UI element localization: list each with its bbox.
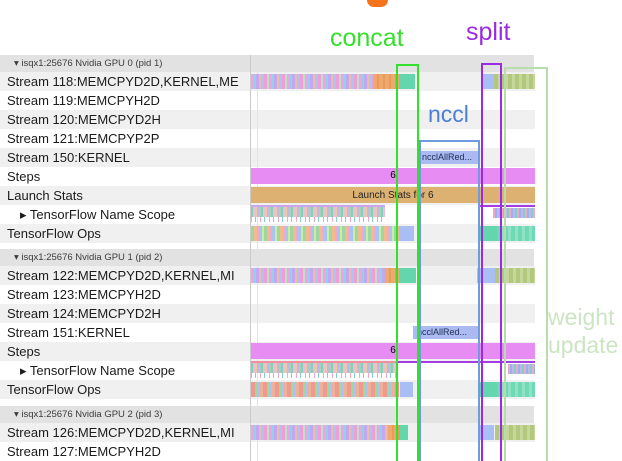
trace-segment-lineM[interactable] <box>251 205 385 207</box>
gpu-section-label: ▾ isqx1:25676 Nvidia GPU 2 (pid 3) <box>14 409 163 420</box>
gpu-section-label: ▾ isqx1:25676 Nvidia GPU 0 (pid 1) <box>14 58 163 69</box>
row-label: Stream 123:MEMCPYH2D <box>7 287 161 302</box>
split-annotation-label: split <box>466 18 511 46</box>
split-rect <box>481 63 502 461</box>
trace-row[interactable]: Steps 6 <box>0 167 622 186</box>
row-label: Stream 126:MEMCPYD2D,KERNEL,MI <box>7 425 235 440</box>
trace-segment-blueB[interactable] <box>481 74 494 89</box>
row-label: Steps <box>7 169 41 184</box>
trace-row[interactable]: Stream 150:KERNEL ncclAllRed... <box>0 148 622 167</box>
row-label: TensorFlow Ops <box>7 226 101 241</box>
clipped-orange-annotation-fragment <box>367 0 388 7</box>
trace-row[interactable]: Stream 119:MEMCPYH2D <box>0 91 622 110</box>
row-label: Stream 118:MEMCPYD2D,KERNEL,ME <box>7 74 239 89</box>
trace-segment-comb[interactable] <box>251 207 385 222</box>
nccl-rect <box>419 140 480 461</box>
weight-update-rect <box>504 67 548 461</box>
trace-row[interactable]: Launch Stats Launch Stats for 6 <box>0 186 622 205</box>
weight-update-annotation-label: weight update <box>548 303 618 359</box>
gpu-section-header[interactable]: ▾ isqx1:25676 Nvidia GPU 0 (pid 1) <box>0 55 622 72</box>
trace-segment-combR[interactable] <box>508 364 535 374</box>
row-label: Launch Stats <box>7 188 83 203</box>
trace-segment-teal[interactable] <box>399 268 416 283</box>
trace-segment-tealS[interactable] <box>497 226 535 241</box>
trace-row[interactable]: ▸ TensorFlow Name Scope <box>0 205 622 224</box>
weight-update-line1: weight <box>548 304 615 330</box>
trace-segment-lineP[interactable] <box>480 205 535 207</box>
row-label: Stream 151:KERNEL <box>7 325 130 340</box>
row-label: Stream 122:MEMCPYD2D,KERNEL,MI <box>7 268 235 283</box>
trace-segment-mix[interactable] <box>251 74 373 89</box>
trace-row[interactable]: Stream 127:MEMCPYH2D <box>0 442 622 461</box>
trace-row[interactable]: Stream 120:MEMCPYD2H <box>0 110 622 129</box>
timeline-gridline <box>257 55 258 461</box>
trace-segment-ops[interactable] <box>251 226 399 241</box>
concat-rect <box>396 64 419 461</box>
trace-segment-mix[interactable] <box>251 268 385 283</box>
weight-update-line2: update <box>548 332 619 358</box>
trace-row[interactable]: Stream 122:MEMCPYD2D,KERNEL,MI <box>0 266 622 285</box>
row-label: Stream 120:MEMCPYD2H <box>7 112 161 127</box>
trace-row[interactable]: ▸ TensorFlow Name Scope <box>0 361 622 380</box>
trace-segment-combR[interactable] <box>493 208 535 218</box>
trace-segment-lineP[interactable] <box>397 361 535 363</box>
label-panel-divider <box>250 55 251 461</box>
trace-row[interactable]: Stream 124:MEMCPYD2H <box>0 304 622 323</box>
trace-segment-orangeS[interactable] <box>373 74 399 89</box>
trace-row[interactable]: Steps 6 <box>0 342 622 361</box>
trace-segment-blueB[interactable] <box>399 226 414 241</box>
row-label: TensorFlow Ops <box>7 382 101 397</box>
row-label: Stream 127:MEMCPYH2D <box>7 444 161 459</box>
trace-segment-mix[interactable] <box>251 425 388 440</box>
trace-row[interactable]: Stream 123:MEMCPYH2D <box>0 285 622 304</box>
row-label: Stream 150:KERNEL <box>7 150 130 165</box>
trace-segment-tealS[interactable] <box>497 382 535 397</box>
trace-row[interactable]: Stream 126:MEMCPYD2D,KERNEL,MI <box>0 423 622 442</box>
trace-segment-launch[interactable]: Launch Stats for 6 <box>251 187 535 203</box>
gpu-section-label: ▾ isqx1:25676 Nvidia GPU 1 (pid 2) <box>14 252 163 263</box>
trace-segment-ncclbox[interactable]: ncclAllRed... <box>413 326 478 339</box>
row-label: Steps <box>7 344 41 359</box>
gpu-section-header[interactable]: ▾ isqx1:25676 Nvidia GPU 2 (pid 3) <box>0 406 622 423</box>
trace-segment-orangeS[interactable] <box>385 268 399 283</box>
trace-segment-ncclbox[interactable]: ncclAllRed... <box>418 151 478 164</box>
trace-segment-steps[interactable]: 6 <box>251 168 535 184</box>
trace-row[interactable]: Stream 151:KERNEL ncclAllRed... <box>0 323 622 342</box>
row-label: Stream 121:MEMCPYP2P <box>7 131 160 146</box>
trace-row[interactable]: TensorFlow Ops <box>0 380 622 399</box>
trace-segment-teal[interactable] <box>399 74 415 89</box>
trace-segment-steps[interactable]: 6 <box>251 343 535 359</box>
nccl-annotation-label: nccl <box>428 101 469 127</box>
row-label: ▸ TensorFlow Name Scope <box>20 363 176 378</box>
trace-row[interactable]: Stream 121:MEMCPYP2P <box>0 129 622 148</box>
row-label: Stream 124:MEMCPYD2H <box>7 306 161 321</box>
gpu-section-header[interactable]: ▾ isqx1:25676 Nvidia GPU 1 (pid 2) <box>0 249 622 266</box>
trace-segment-opsR[interactable] <box>251 382 399 397</box>
trace-segment-lineM2[interactable] <box>251 361 397 363</box>
trace-row[interactable]: TensorFlow Ops <box>0 224 622 243</box>
trace-segment-comb[interactable] <box>251 363 397 378</box>
row-label: Stream 119:MEMCPYH2D <box>7 93 160 108</box>
trace-segment-teal[interactable] <box>400 425 408 440</box>
row-label: ▸ TensorFlow Name Scope <box>20 207 176 222</box>
concat-annotation-label: concat <box>330 24 404 52</box>
trace-segment-blueB[interactable] <box>400 382 413 397</box>
